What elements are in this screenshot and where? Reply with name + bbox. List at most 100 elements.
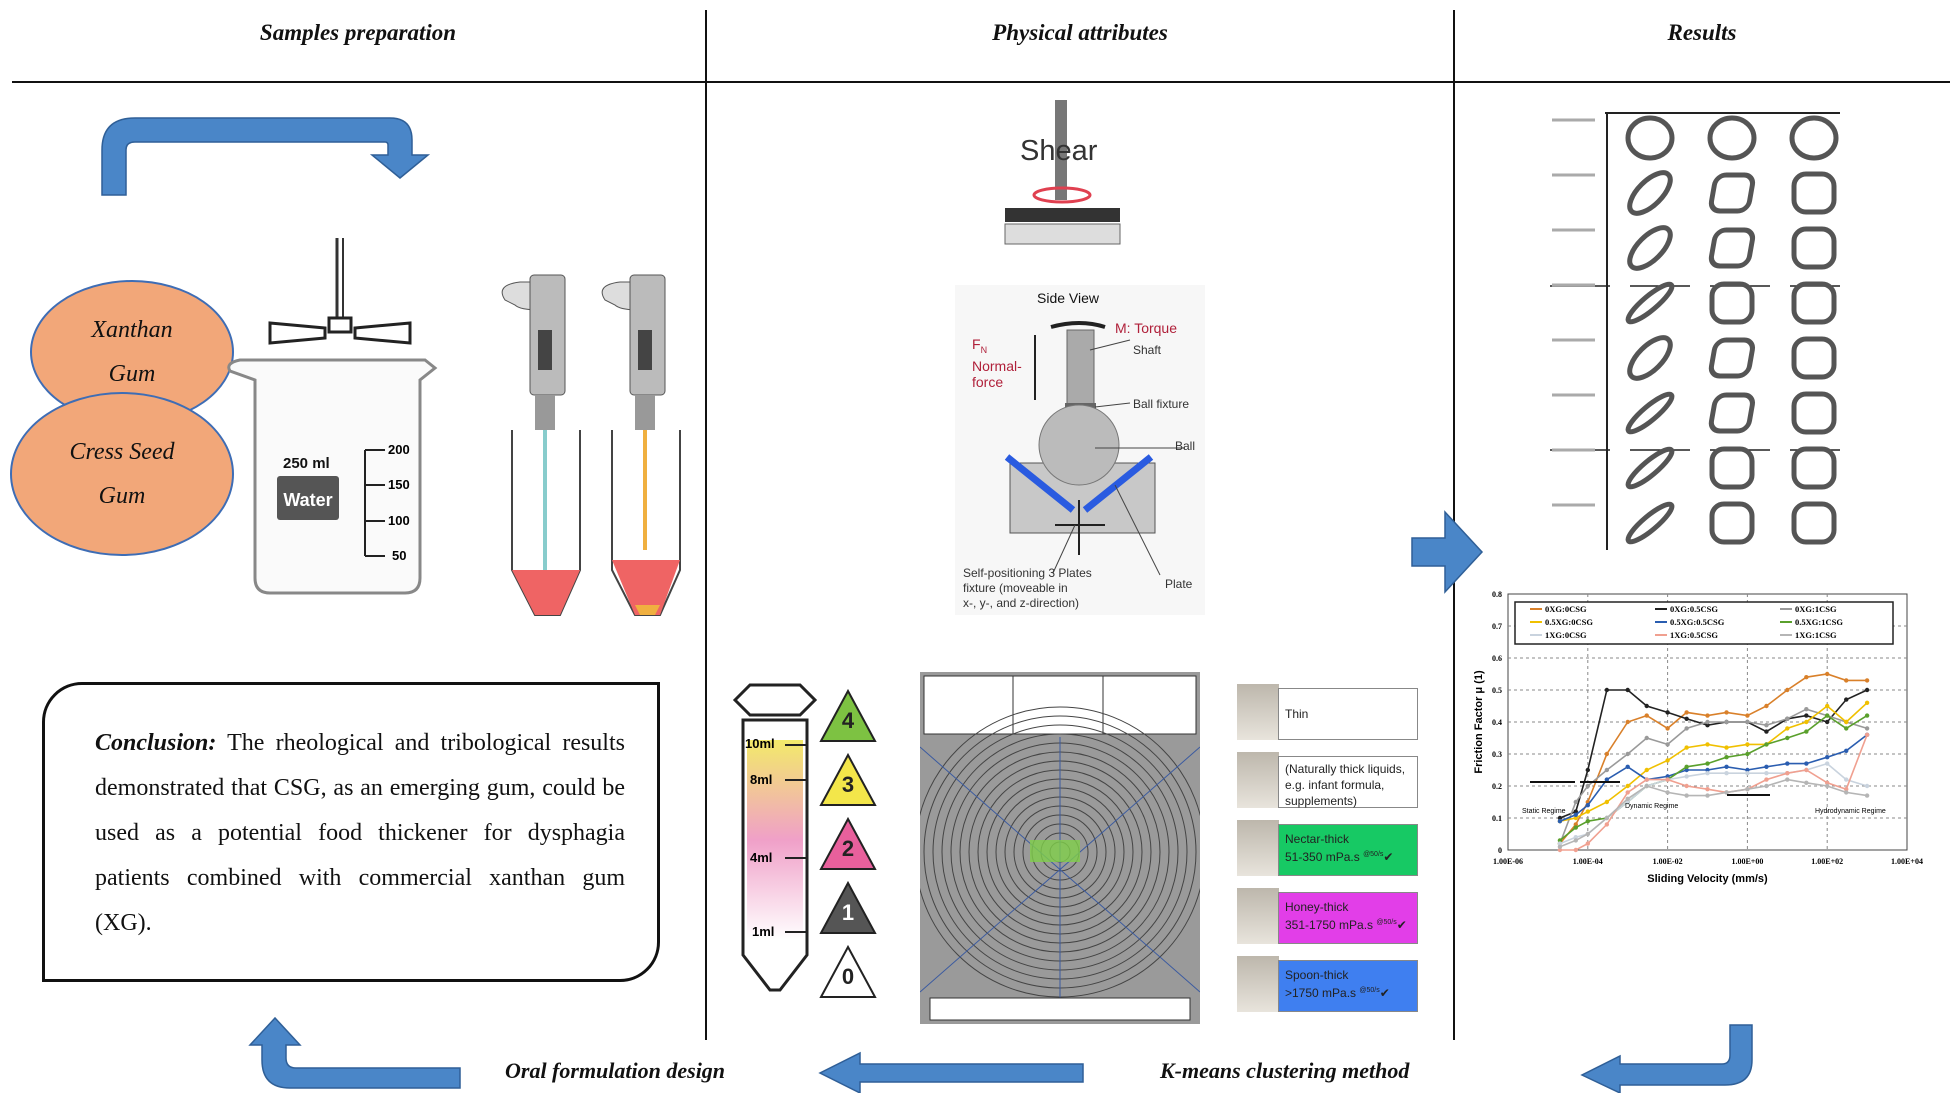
thickness-range: 51-350 mPa.s: [1285, 850, 1360, 864]
lissajous-loop: [1625, 391, 1675, 435]
data-point: [1573, 809, 1578, 814]
lissajous-loop: [1708, 227, 1756, 269]
checkmark-icon: ✔: [1396, 918, 1407, 932]
y-tick-label: 0.7: [1492, 622, 1502, 631]
lissajous-loop: [1707, 115, 1757, 161]
data-point: [1825, 671, 1830, 677]
data-point: [1864, 687, 1870, 693]
data-point: [1785, 761, 1790, 766]
legend-entry: 0.5XG:0CSG: [1545, 617, 1593, 627]
data-point: [1585, 819, 1590, 824]
data-point: [1665, 710, 1670, 715]
fixture-line3: x-, y-, and z-direction): [963, 596, 1080, 610]
data-point: [1825, 703, 1830, 709]
data-point: [1745, 787, 1750, 792]
checkmark-icon: ✔: [1379, 986, 1390, 1000]
data-point: [1825, 761, 1830, 766]
data-point: [1724, 719, 1729, 725]
regime-annotation: Static Regime: [1522, 808, 1566, 815]
data-point: [1825, 780, 1830, 785]
conclusion-label: Conclusion:: [95, 730, 217, 756]
beaker-tick-150: 150: [388, 477, 410, 492]
data-point: [1825, 755, 1830, 760]
pipettes-tubes-icon: [501, 274, 681, 616]
thickness-name: Thin: [1285, 707, 1309, 721]
data-point: [1573, 822, 1578, 827]
data-point: [1864, 793, 1870, 798]
data-point: [1705, 771, 1710, 776]
data-point: [1684, 767, 1689, 773]
iddsi-level-number: 2: [841, 836, 855, 861]
x-tick-label: 1.00E+00: [1731, 857, 1763, 866]
thickness-shear: @50/s: [1359, 987, 1380, 994]
beaker-tick-50: 50: [392, 548, 407, 563]
x-tick-label: 1.00E-06: [1493, 857, 1523, 866]
data-point: [1724, 790, 1729, 795]
data-point: [1585, 783, 1590, 789]
data-point: [1864, 713, 1870, 718]
data-point: [1804, 767, 1809, 773]
data-point: [1665, 758, 1670, 763]
legend-entry: 1XG:0CSG: [1545, 630, 1587, 640]
data-point: [1785, 687, 1790, 693]
data-point: [1844, 787, 1849, 792]
thickness-level-0: Thin: [1278, 688, 1418, 740]
lissajous-loop: [1791, 446, 1837, 490]
iddsi-level-1-triangle: 1: [818, 880, 878, 941]
data-point: [1625, 687, 1630, 693]
lissajous-loop: [1789, 115, 1839, 161]
data-point: [1684, 716, 1689, 721]
data-point: [1644, 777, 1649, 782]
data-point: [1705, 793, 1710, 798]
data-point: [1785, 735, 1790, 741]
normal-force-line2: force: [972, 373, 1004, 390]
data-point: [1604, 777, 1610, 782]
data-point: [1844, 726, 1849, 731]
data-point: [1665, 742, 1670, 747]
header-samples-preparation: Samples preparation: [259, 20, 457, 45]
syringe-mark-4ml: 4ml: [750, 850, 773, 865]
lissajous-loop: [1791, 171, 1837, 215]
fixture-line2: fixture (moveable in: [963, 581, 1068, 595]
iddsi-level-2-triangle: 2: [818, 816, 878, 877]
data-point: [1745, 767, 1750, 773]
lissajous-loop: [1627, 225, 1673, 271]
lissajous-plots-grid: [1550, 112, 1840, 550]
data-point: [1785, 771, 1790, 776]
data-point: [1764, 703, 1769, 709]
kmeans-clustering-label: K-means clustering method: [1160, 1058, 1410, 1083]
cress-seed-gum-ellipse: Cress Seed Gum: [10, 392, 234, 556]
spoon-photo: [1237, 820, 1279, 876]
normal-force-symbol: F: [972, 336, 981, 352]
data-point: [1844, 777, 1849, 782]
data-point: [1644, 783, 1649, 789]
data-point: [1573, 838, 1578, 843]
arrow-left-middle-icon: [818, 1051, 1084, 1093]
lissajous-loop: [1625, 281, 1675, 325]
thickness-range: >1750 mPa.s: [1285, 986, 1357, 1000]
y-axis-label: Friction Factor μ (1): [1473, 670, 1485, 774]
data-point: [1864, 732, 1870, 737]
lissajous-loop: [1791, 226, 1837, 270]
legend-entry: 0XG:0.5CSG: [1670, 604, 1718, 614]
data-point: [1724, 771, 1729, 776]
curved-arrow-bottom-left-icon: [248, 1016, 461, 1089]
data-point: [1705, 713, 1710, 718]
syringe-mark-1ml: 1ml: [752, 924, 775, 939]
data-point: [1785, 716, 1790, 721]
data-point: [1745, 713, 1750, 718]
data-point: [1724, 710, 1729, 715]
data-point: [1625, 751, 1630, 757]
iddsi-level-number: 4: [841, 708, 855, 733]
normal-force-line1: Normal-: [972, 357, 1022, 374]
data-point: [1573, 812, 1578, 817]
spoon-photo: [1237, 888, 1279, 944]
side-view-title: Side View: [1037, 290, 1100, 306]
data-point: [1644, 713, 1649, 718]
data-point: [1705, 719, 1710, 725]
shear-rheometer-icon: [1004, 100, 1121, 245]
data-point: [1585, 767, 1590, 773]
legend-box: [1514, 601, 1894, 645]
